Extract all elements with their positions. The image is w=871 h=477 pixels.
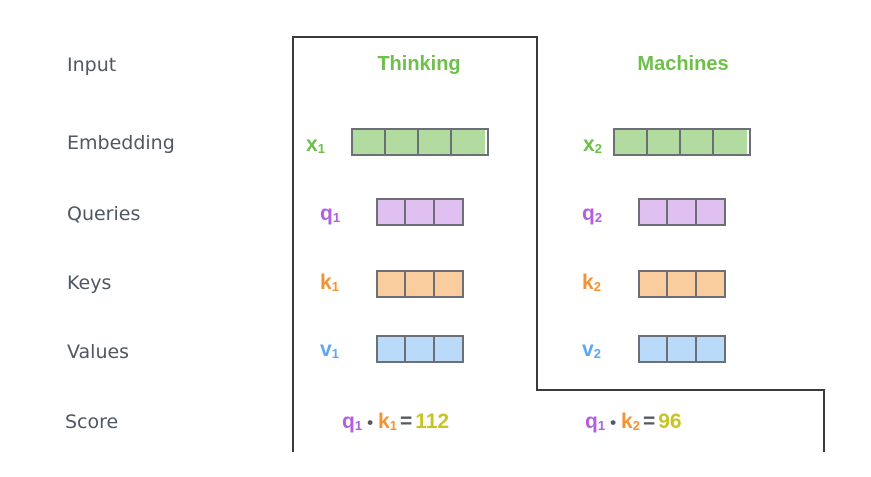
- word-thinking: Thinking: [377, 53, 461, 75]
- v1-symbol: v1: [320, 338, 339, 361]
- score-1: q1•k1=112: [342, 410, 450, 433]
- x1-symbol: x1: [306, 133, 325, 156]
- key-vector-1: [376, 270, 464, 298]
- embedding-vector-1: [351, 128, 489, 156]
- k2-symbol: k2: [582, 271, 601, 294]
- row-label-values: Values: [67, 341, 130, 363]
- q2-symbol: q2: [582, 202, 603, 225]
- v2-symbol: v2: [582, 338, 601, 361]
- value-vector-2: [638, 335, 726, 363]
- outline-mid-vertical: [536, 36, 538, 391]
- row-label-queries: Queries: [67, 203, 141, 225]
- query-vector-1: [376, 198, 464, 226]
- x2-symbol: x2: [583, 133, 602, 156]
- outline-top: [292, 36, 537, 38]
- outline-right: [823, 389, 825, 452]
- value-vector-1: [376, 335, 464, 363]
- score-2-value: 96: [658, 410, 682, 433]
- row-label-embedding: Embedding: [67, 132, 175, 154]
- k1-symbol: k1: [320, 271, 339, 294]
- q1-symbol: q1: [320, 202, 341, 225]
- embedding-vector-2: [613, 128, 751, 156]
- score-2-q: q1: [585, 410, 606, 433]
- score-1-value: 112: [415, 410, 450, 433]
- row-label-keys: Keys: [67, 272, 112, 294]
- outline-left: [292, 36, 294, 452]
- row-label-input: Input: [67, 54, 117, 76]
- score-1-q: q1: [342, 410, 363, 433]
- word-machines: Machines: [637, 53, 729, 75]
- row-label-score: Score: [65, 411, 119, 433]
- key-vector-2: [638, 270, 726, 298]
- outline-step: [536, 389, 825, 391]
- score-1-k: k1: [378, 410, 397, 433]
- score-2: q1•k2=96: [585, 410, 682, 433]
- score-2-k: k2: [621, 410, 640, 433]
- query-vector-2: [638, 198, 726, 226]
